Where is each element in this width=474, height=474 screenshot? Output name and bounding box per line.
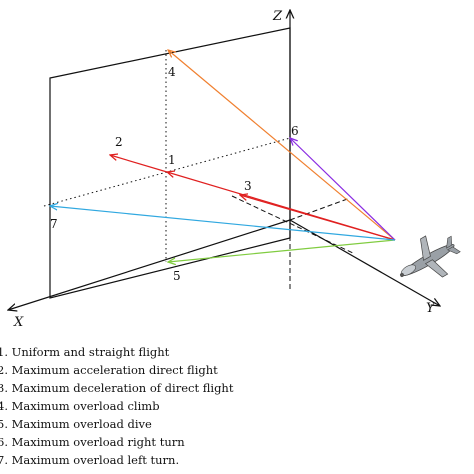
- arrow-overload-right-turn: [290, 138, 396, 241]
- guide-dashed-diagonal: [231, 195, 356, 255]
- guide-horizontal: [43, 137, 291, 207]
- arrow-max-acceleration: [110, 155, 168, 173]
- point-label-1: 1: [168, 153, 176, 167]
- point-label-5: 5: [173, 269, 181, 283]
- arrow-overload-dive: [168, 239, 396, 262]
- legend-item-7: 7. Maximum overload left turn.: [0, 453, 180, 467]
- legend: 1. Uniform and straight flight 2. Maximu…: [0, 343, 233, 469]
- point-label-4: 4: [168, 65, 176, 79]
- x-axis: [8, 219, 291, 310]
- axis-label-z: Z: [272, 9, 283, 24]
- axis-label-x: X: [13, 315, 24, 330]
- point-label-6: 6: [291, 124, 299, 138]
- legend-item-5: 5. Maximum overload dive: [0, 417, 152, 431]
- legend-item-4: 4. Maximum overload climb: [0, 399, 160, 413]
- point-label-3: 3: [244, 179, 252, 193]
- point-label-7: 7: [50, 217, 58, 231]
- arrow-overload-climb: [168, 50, 396, 241]
- legend-item-3: 3. Maximum deceleration of direct flight: [0, 381, 234, 395]
- y-axis: [289, 219, 440, 306]
- legend-item-2: 2. Maximum acceleration direct flight: [0, 363, 218, 377]
- legend-item-1: 1. Uniform and straight flight: [0, 345, 170, 359]
- arrow-max-deceleration: [240, 195, 396, 241]
- point-label-2: 2: [115, 135, 123, 149]
- drone-aircraft-icon: [400, 235, 461, 278]
- arrow-overload-left-turn: [50, 206, 396, 241]
- axis-label-y: Y: [426, 301, 436, 316]
- legend-item-6: 6. Maximum overload right turn: [0, 435, 185, 449]
- guide-dashed-back: [289, 197, 351, 221]
